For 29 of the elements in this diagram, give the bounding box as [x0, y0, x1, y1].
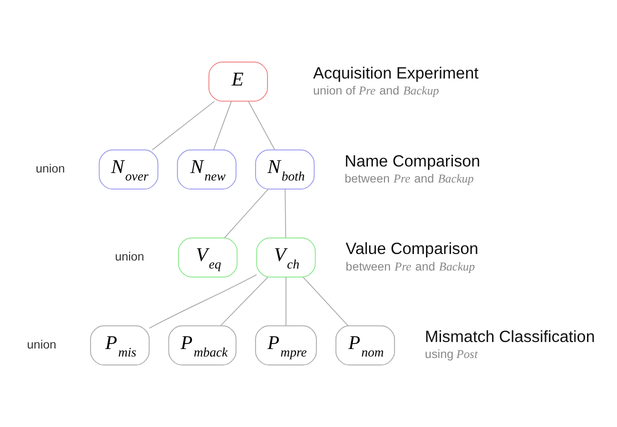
node-box: P$_{nom}$	[335, 325, 395, 366]
node-box: P$_{mpre}$	[255, 325, 317, 366]
label: union	[114, 250, 144, 264]
connector	[302, 276, 348, 326]
connector	[220, 276, 268, 326]
label: Name Comparison	[344, 152, 480, 170]
connector	[248, 100, 276, 150]
node-box: V$_{ch}$	[256, 238, 316, 278]
label: Acquisition Experiment	[313, 64, 479, 82]
label: between Pre and Backup	[346, 259, 475, 274]
label: using Post	[424, 347, 478, 362]
connector	[284, 188, 286, 238]
connector	[213, 100, 232, 150]
node-box: N$_{both}$	[255, 150, 315, 190]
label: union	[36, 162, 65, 176]
node-box: P$_{mback}$	[168, 325, 236, 366]
label: between Pre and Backup	[344, 171, 474, 186]
connector	[152, 100, 215, 150]
node-box: P$_{mis}$	[90, 325, 150, 366]
label: union	[27, 337, 56, 352]
node-box: V$_{eq}$	[178, 238, 238, 278]
connector	[148, 274, 258, 329]
node-box: E	[208, 62, 268, 102]
node-box: N$_{new}$	[176, 150, 236, 190]
label: Value Comparison	[346, 240, 478, 258]
node-box: N$_{over}$	[98, 150, 158, 190]
connector	[224, 188, 269, 238]
label: union of Pre and Backup	[313, 83, 440, 98]
label: Mismatch Classification	[424, 328, 595, 346]
